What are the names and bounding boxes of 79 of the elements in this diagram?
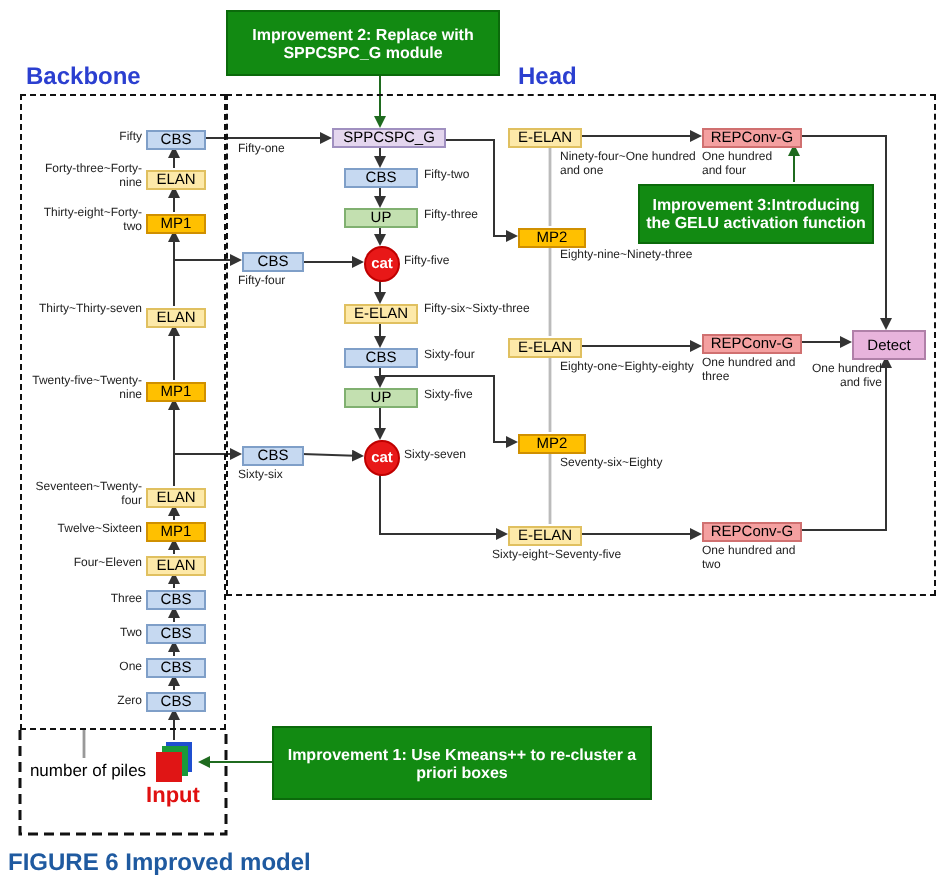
arrow xyxy=(788,144,800,183)
connector-line xyxy=(548,246,552,336)
process-box xyxy=(344,388,418,408)
process-box xyxy=(852,330,926,360)
arrow xyxy=(168,324,180,381)
process-box xyxy=(146,488,206,508)
arrow xyxy=(168,572,180,589)
process-box xyxy=(146,214,206,234)
callout-box xyxy=(226,10,500,76)
process-box xyxy=(146,170,206,190)
arrow xyxy=(168,146,180,169)
arrow xyxy=(374,145,386,168)
process-box xyxy=(702,522,802,542)
arrow xyxy=(168,708,180,741)
arrow xyxy=(374,75,386,128)
process-box xyxy=(242,446,304,466)
group-title: Backbone xyxy=(26,62,141,90)
arrow xyxy=(168,504,180,521)
connector-line xyxy=(548,356,552,432)
arrow xyxy=(379,473,508,540)
process-box xyxy=(146,522,206,542)
connector-line xyxy=(548,452,552,524)
figure-caption: FIGURE 6 Improved model xyxy=(8,848,311,876)
group-title: Head xyxy=(518,62,577,90)
arrow xyxy=(374,321,386,348)
process-box xyxy=(702,128,802,148)
arrow xyxy=(168,606,180,623)
arrow xyxy=(168,186,180,213)
process-box xyxy=(146,590,206,610)
arrow xyxy=(301,449,364,462)
note-label: number of piles xyxy=(29,759,147,781)
process-box xyxy=(146,130,206,150)
callout-box xyxy=(638,184,874,244)
process-box xyxy=(702,334,802,354)
node-label: Improvement 2: Replace with SPPCSPC_G module xyxy=(250,25,476,61)
arrow xyxy=(374,225,386,246)
process-box xyxy=(508,128,582,148)
arrow xyxy=(579,528,702,540)
process-box xyxy=(146,692,206,712)
connector-line xyxy=(548,146,552,226)
process-box xyxy=(332,128,446,148)
node-label: Improvement 1: Use Kmeans++ to re-cluster a priori boxes xyxy=(285,745,639,781)
arrow xyxy=(374,279,386,304)
arrow xyxy=(173,448,242,487)
process-box xyxy=(344,304,418,324)
process-box xyxy=(344,208,418,228)
arrow xyxy=(173,254,242,307)
process-box xyxy=(146,658,206,678)
process-box xyxy=(518,228,586,248)
arrow xyxy=(374,405,386,440)
arrow xyxy=(579,340,702,352)
arrow xyxy=(168,674,180,691)
process-box xyxy=(518,434,586,454)
process-box xyxy=(242,252,304,272)
connector-line xyxy=(82,730,86,758)
concat-circle xyxy=(364,246,400,282)
process-box xyxy=(146,624,206,644)
process-box xyxy=(508,526,582,546)
node-label: Input xyxy=(146,784,200,810)
process-box xyxy=(146,382,206,402)
process-box xyxy=(146,556,206,576)
arrow xyxy=(374,185,386,208)
process-box xyxy=(344,348,418,368)
callout-box xyxy=(272,726,652,800)
process-box xyxy=(508,338,582,358)
arrow xyxy=(579,130,702,142)
concat-circle xyxy=(364,440,400,476)
process-box xyxy=(344,168,418,188)
process-box xyxy=(146,308,206,328)
arrow xyxy=(168,538,180,555)
arrow xyxy=(799,336,852,348)
arrow xyxy=(203,132,332,144)
node-label: Improvement 3:Introducing the GELU activation function xyxy=(644,196,868,232)
arrow xyxy=(198,756,273,768)
arrow xyxy=(301,256,364,268)
arrow xyxy=(168,640,180,657)
arrow xyxy=(799,135,892,330)
arrow xyxy=(799,356,892,531)
arrow xyxy=(443,139,518,242)
